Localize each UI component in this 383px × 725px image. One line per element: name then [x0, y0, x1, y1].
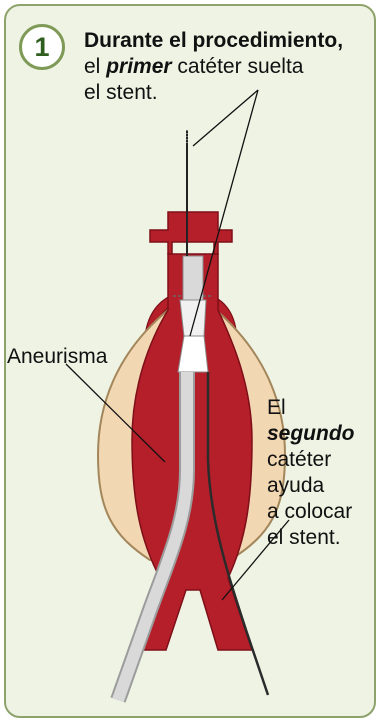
right-caption-line3: ayuda — [267, 473, 377, 499]
right-caption-emphasis: segundo — [267, 422, 355, 445]
right-caption-prefix: El — [267, 396, 286, 419]
aneurysm-label: Aneurisma — [7, 344, 107, 370]
upper-vessel-branch — [150, 212, 232, 254]
right-caption: El segundo catéter ayuda a colocar el st… — [267, 395, 377, 551]
stent-graft-top — [180, 300, 206, 336]
right-caption-line5: el stent. — [267, 525, 377, 551]
right-caption-line2: catéter — [267, 447, 377, 473]
right-caption-line4: a colocar — [267, 499, 377, 525]
leader-top-1 — [193, 90, 258, 146]
catheter-tip — [183, 256, 203, 300]
right-caption-line1: El segundo — [267, 395, 377, 447]
